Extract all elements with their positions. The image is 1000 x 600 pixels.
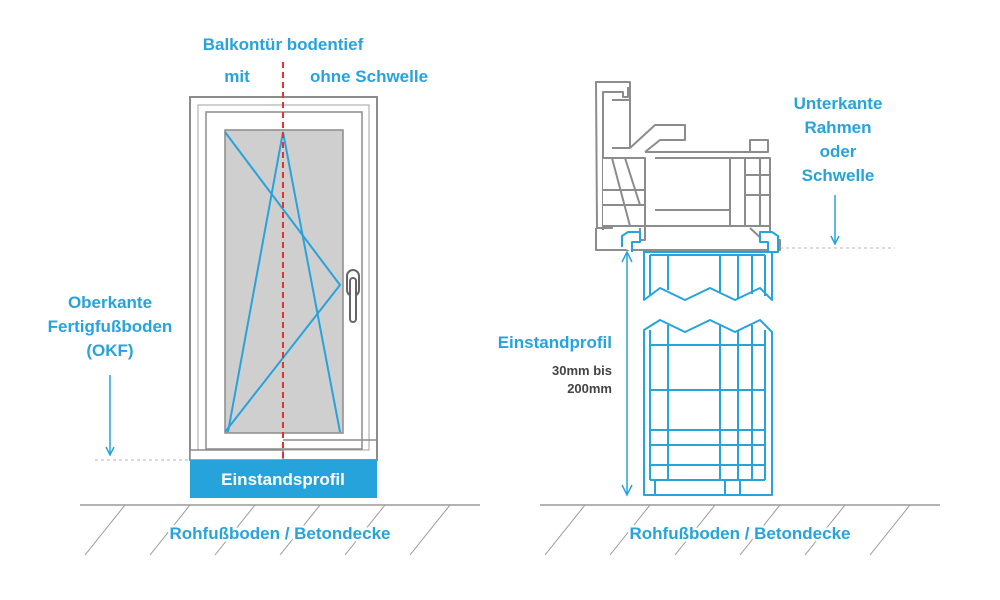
- size-line-2: 200mm: [567, 381, 612, 396]
- einstand-profile-upper: [621, 231, 779, 301]
- okf-line-3: (OKF): [86, 341, 133, 360]
- right-floor-label: Rohfußboden / Betondecke: [630, 524, 851, 543]
- left-door-diagram: Balkontür bodentief mit ohne Schwelle Ob…: [48, 35, 480, 556]
- left-title: Balkontür bodentief: [203, 35, 364, 54]
- edge-line-1: Unterkante: [794, 94, 883, 113]
- left-ground-hatch: [84, 504, 451, 556]
- right-profile-diagram: Unterkante Rahmen oder Schwelle Einstand…: [498, 81, 940, 556]
- okf-line-2: Fertigfußboden: [48, 317, 173, 336]
- label-mit: mit: [224, 67, 250, 86]
- label-ohne-schwelle: ohne Schwelle: [310, 67, 428, 86]
- size-line-1: 30mm bis: [552, 363, 612, 378]
- edge-line-2: Rahmen: [804, 118, 871, 137]
- edge-line-4: Schwelle: [802, 166, 875, 185]
- frame-profile: [595, 81, 781, 251]
- okf-line-1: Oberkante: [68, 293, 152, 312]
- door-handle-icon: [346, 269, 360, 323]
- left-floor-label: Rohfußboden / Betondecke: [170, 524, 391, 543]
- right-ground-hatch: [544, 504, 911, 556]
- edge-line-3: oder: [820, 142, 857, 161]
- right-profile-label: Einstandprofil: [498, 333, 612, 352]
- door-frame-bottom: [189, 449, 284, 461]
- dimension-arrow-bottom: [621, 484, 633, 497]
- einstand-profile-lower: [643, 319, 773, 496]
- left-profile-label: Einstandsprofil: [221, 470, 345, 489]
- dimension-arrow-top: [621, 250, 633, 263]
- profile-box: [190, 460, 377, 498]
